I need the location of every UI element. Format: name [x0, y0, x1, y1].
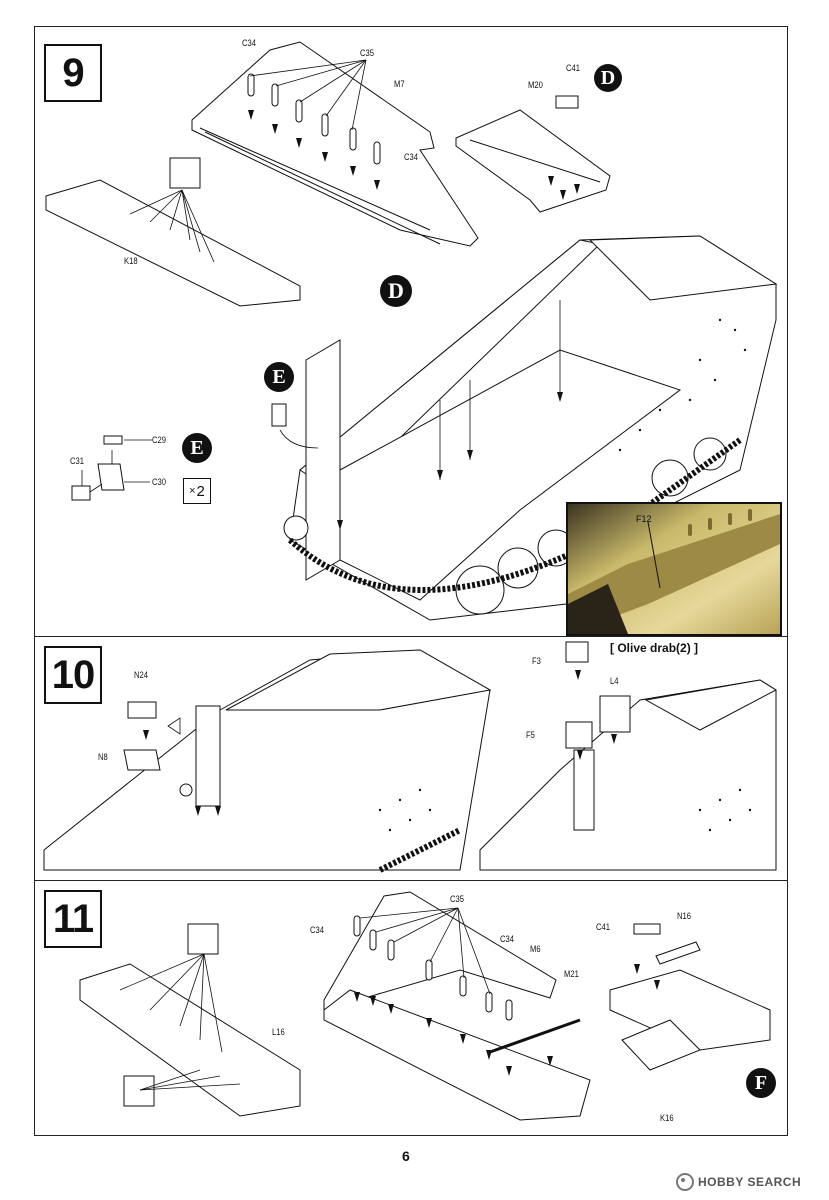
label-m7: M7 [394, 79, 405, 89]
label-n16: N16 [677, 911, 692, 921]
callout-e-large-badge: E [264, 362, 294, 392]
label-c31: C31 [70, 456, 85, 466]
label-c34: C34 [310, 925, 325, 935]
callout-d-small-badge: D [594, 64, 622, 92]
times-symbol: × [189, 485, 196, 497]
callout-f-badge: F [746, 1068, 776, 1098]
label-l16: L16 [272, 1027, 285, 1037]
step-divider-9-10 [34, 636, 787, 637]
watermark: HOBBY SEARCH [676, 1173, 801, 1191]
hobby-search-logo-icon [676, 1173, 694, 1191]
label-k16: K16 [660, 1113, 674, 1123]
label-l4: L4 [610, 676, 619, 686]
page-frame [34, 26, 788, 1136]
label-m20: M20 [528, 80, 543, 90]
step-number-10: 10 [44, 646, 102, 704]
label-m21: M21 [564, 969, 579, 979]
label-f12: F12 [636, 514, 652, 524]
step-divider-10-11 [34, 880, 787, 881]
label-c29: C29 [152, 435, 167, 445]
step11-side-rail-drawing [323, 891, 591, 1121]
watermark-text: HOBBY SEARCH [698, 1175, 802, 1189]
label-c35: C35 [360, 48, 375, 58]
label-c34: C34 [500, 934, 515, 944]
step9-side-rail-drawing [45, 41, 611, 307]
step9-e-subassembly-drawing [71, 435, 152, 501]
callout-e-small-badge: E [182, 433, 212, 463]
paint-color-note: [ Olive drab(2) ] [610, 641, 699, 655]
label-m6: M6 [530, 944, 541, 954]
label-c41: C41 [566, 63, 581, 73]
label-c35: C35 [450, 894, 465, 904]
step-number-11: 11 [44, 890, 102, 948]
step10-left-drawing [43, 649, 492, 873]
reference-photo-inset: F12 [566, 502, 782, 636]
quantity-multiplier: ×2 [183, 478, 211, 504]
step11-f-subassembly-drawing [609, 923, 771, 1071]
label-c41: C41 [596, 922, 611, 932]
reference-photo-image [568, 504, 780, 634]
label-n24: N24 [134, 670, 149, 680]
label-k18: K18 [124, 256, 138, 266]
step-number-9: 9 [44, 44, 102, 102]
label-c34: C34 [242, 38, 257, 48]
label-n8: N8 [98, 752, 108, 762]
label-f3: F3 [532, 656, 541, 666]
label-c30: C30 [152, 477, 167, 487]
page-number: 6 [402, 1148, 410, 1164]
step11-floor-plate-drawing [79, 923, 301, 1117]
step9-hull-drawing [271, 235, 778, 621]
callout-d-large-badge: D [380, 275, 412, 307]
step10-right-drawing [479, 641, 778, 871]
quantity-value: 2 [196, 482, 205, 500]
label-c34: C34 [404, 152, 419, 162]
label-f5: F5 [526, 730, 535, 740]
